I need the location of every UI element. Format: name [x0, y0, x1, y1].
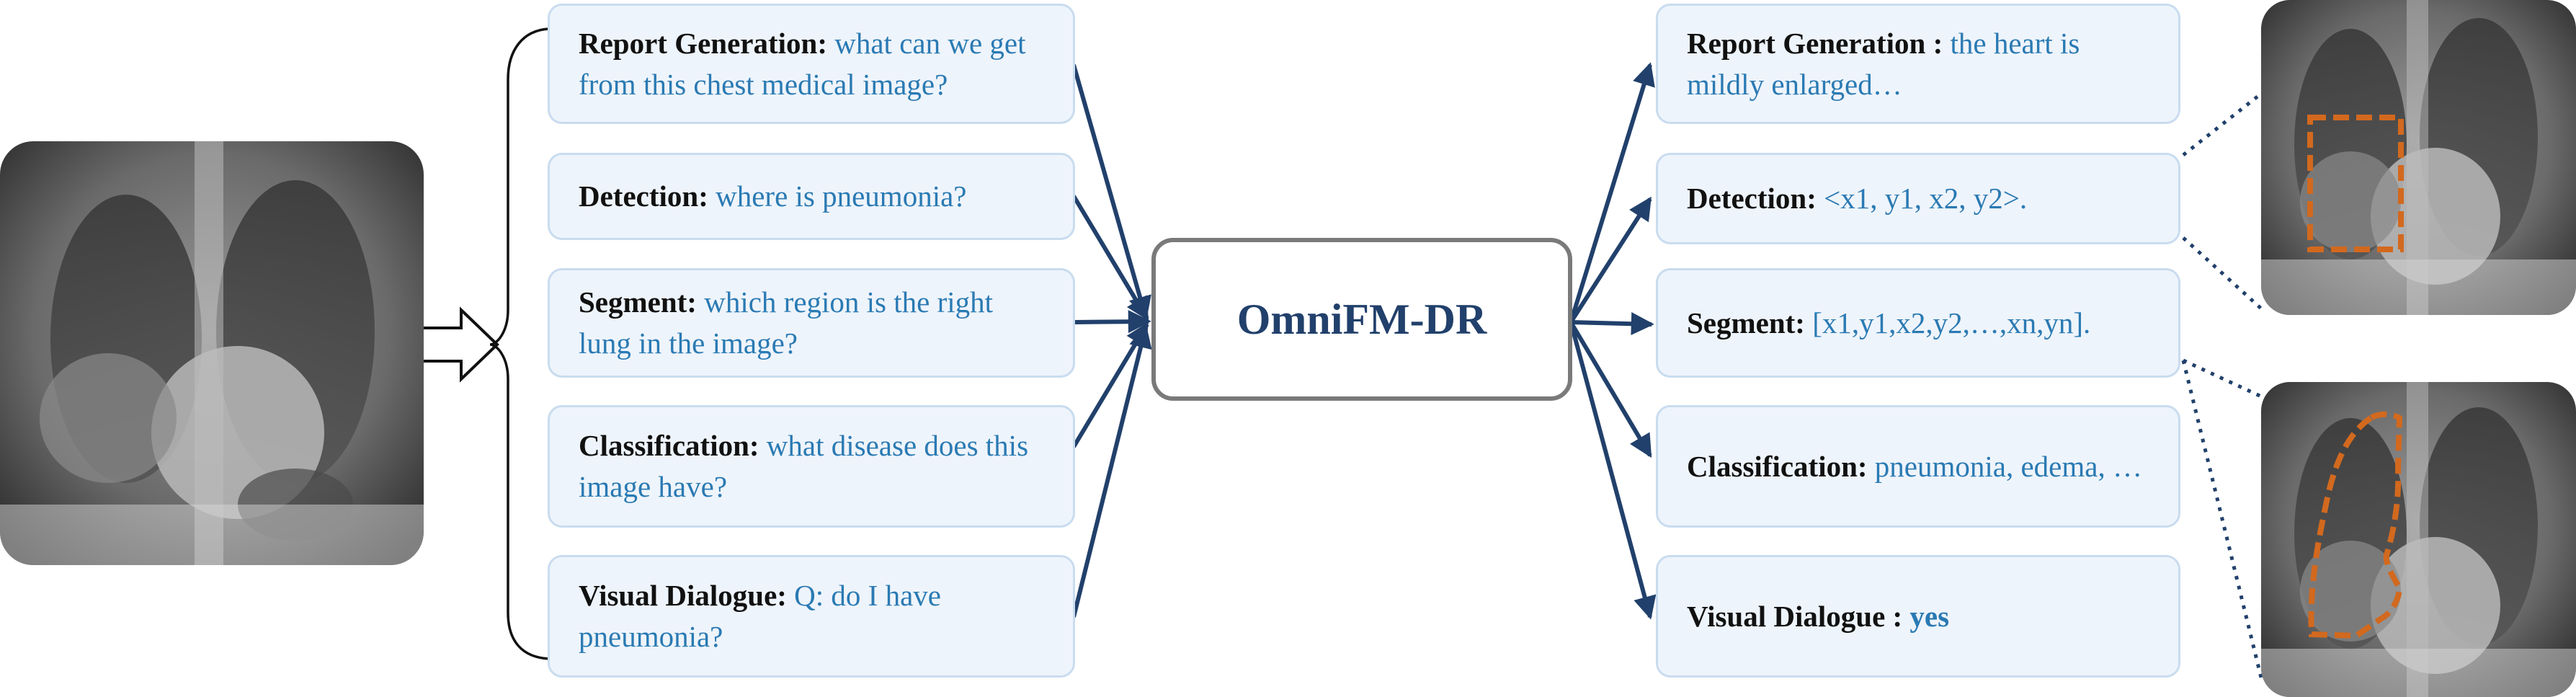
task-label: Segment: [579, 285, 697, 319]
arrow-detection-out [1569, 196, 1652, 324]
input-brace [489, 27, 550, 660]
input-xray-image [0, 141, 424, 565]
segmentation-contour [2308, 411, 2403, 639]
arrow-report-in [1071, 64, 1151, 320]
input-box-visual-dialogue: Visual Dialogue: Q: do I have pneumonia? [548, 555, 1075, 678]
input-box-report-generation: Report Generation: what can we get from … [548, 4, 1075, 124]
output-box-report-generation: Report Generation : the heart is mildly … [1656, 4, 2180, 124]
zoom-dotted-lines [2181, 92, 2263, 678]
task-question: what can we get from this chest medical … [579, 26, 1026, 101]
arrow-segment-in [1073, 310, 1151, 334]
task-label: Report Generation: [579, 26, 827, 60]
arrow-segment-out [1570, 312, 1654, 336]
output-box-detection: Detection: <x1, y1, x2, y2>. [1656, 153, 2180, 244]
arrow-classification-out [1569, 321, 1652, 458]
task-question: Q: do I have pneumonia? [579, 579, 941, 653]
task-label: Report Generation : [1687, 26, 1943, 60]
input-box-classification: Classification: what disease does this i… [548, 405, 1075, 528]
model-box: OmniFM-DR [1151, 238, 1572, 401]
task-answer: the heart is mildly enlarged… [1687, 26, 2080, 101]
task-label: Classification: [1687, 449, 1868, 483]
task-question: where is pneumonia? [716, 179, 967, 213]
arrow-classification-in [1071, 321, 1149, 448]
task-question: which region is the right lung in the im… [579, 285, 994, 360]
detection-bounding-box [2307, 115, 2404, 252]
arrow-dialogue-out [1569, 321, 1657, 620]
task-label: Classification: [579, 429, 759, 463]
model-name: OmniFM-DR [1236, 295, 1487, 343]
detection-result-image [2261, 0, 2576, 315]
input-box-detection: Detection: where is pneumonia? [548, 153, 1075, 240]
arrow-detection-in [1071, 195, 1149, 321]
task-label: Segment: [1687, 306, 1805, 339]
task-answer: <x1, y1, x2, y2>. [1824, 182, 2028, 216]
arrow-report-out [1569, 62, 1655, 323]
output-box-classification: Classification: pneumonia, edema, … [1656, 405, 2180, 528]
arrow-dialogue-in [1071, 324, 1152, 618]
task-label: Detection: [579, 179, 708, 213]
input-box-segment: Segment: which region is the right lung … [548, 268, 1075, 378]
task-label: Visual Dialogue: [579, 579, 787, 613]
task-answer: [x1,y1,x2,y2,…,xn,yn]. [1812, 306, 2091, 339]
task-question: what disease does this image have? [579, 429, 1029, 503]
task-answer: yes [1909, 599, 1950, 633]
segmentation-result-image [2261, 382, 2576, 697]
output-box-visual-dialogue: Visual Dialogue : yes [1656, 555, 2180, 678]
task-label: Visual Dialogue : [1687, 599, 1903, 633]
input-to-model-arrows [1071, 64, 1152, 618]
task-answer: pneumonia, edema, … [1874, 449, 2142, 483]
output-box-segment: Segment: [x1,y1,x2,y2,…,xn,yn]. [1656, 268, 2180, 378]
hollow-arrow-icon [420, 306, 499, 383]
task-label: Detection: [1687, 182, 1817, 216]
